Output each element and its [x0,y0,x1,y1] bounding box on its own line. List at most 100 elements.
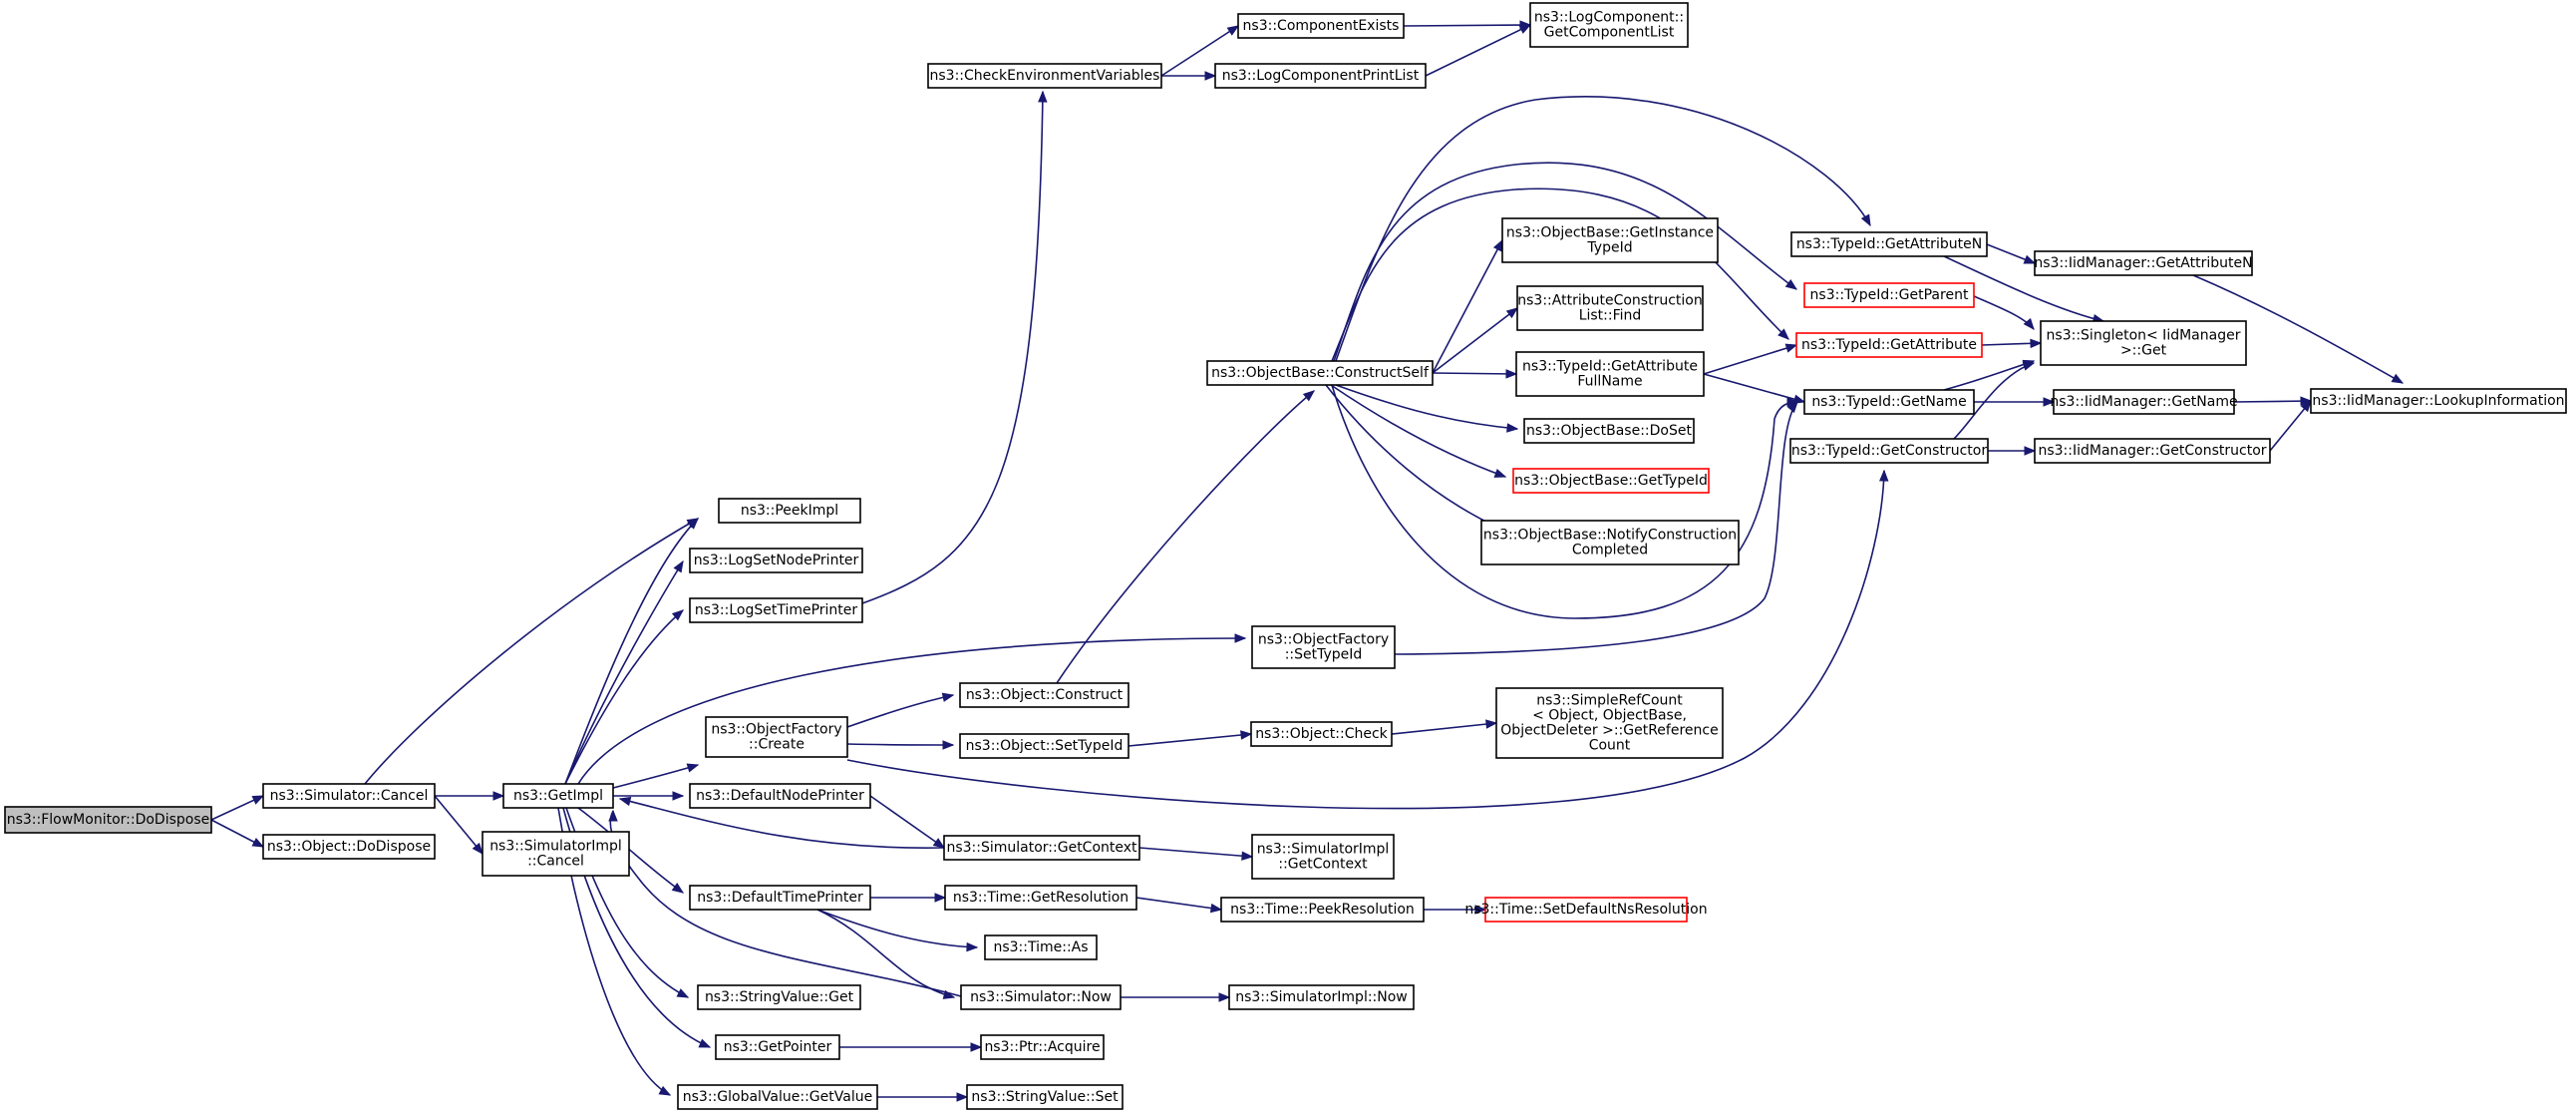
node-ns3-logsettimeprinter[interactable]: ns3::LogSetTimePrinter [689,597,863,623]
node-label: TypeId [1586,240,1632,256]
node-label: ns3::SimpleRefCount [1536,693,1683,709]
node-label: ns3::ComponentExists [1243,18,1400,34]
node-ns3-defaultnodeprinter[interactable]: ns3::DefaultNodePrinter [689,783,871,809]
node-ns3-simulatorimpl-getcontext[interactable]: ns3::SimulatorImpl::GetContext [1251,834,1395,880]
node-ns3-simulatorimpl-cancel[interactable]: ns3::SimulatorImpl::Cancel [482,831,630,877]
arrowhead [687,518,699,530]
node-label: ns3::TypeId::GetAttribute [1522,359,1698,375]
arrowhead [934,893,947,903]
node-label: ::Create [749,737,805,753]
node-ns3-typeid-getattribute[interactable]: ns3::TypeId::GetAttribute [1795,332,1983,358]
arrowhead [2300,399,2312,413]
node-ns3-simplerefcount-object-objectbase-objectdeleter-getreference-count[interactable]: ns3::SimpleRefCount< Object, ObjectBase,… [1495,687,1724,759]
node-label: ns3::Singleton< IidManager [2047,328,2241,344]
node-box [1512,468,1710,494]
node-ns3-getimpl[interactable]: ns3::GetImpl [502,783,614,809]
node-ns3-time-as[interactable]: ns3::Time::As [984,934,1098,960]
node-ns3-typeid-getattributen[interactable]: ns3::TypeId::GetAttributeN [1790,231,1988,257]
node-ns3-objectbase-constructself[interactable]: ns3::ObjectBase::ConstructSelf [1206,360,1434,386]
node-label: ns3::DefaultTimePrinter [697,890,863,906]
node-box [980,1034,1105,1060]
node-label: ns3::TypeId::GetParent [1810,287,1969,303]
node-label: ObjectDeleter >::GetReference [1500,723,1718,739]
node-ns3-globalvalue-getvalue[interactable]: ns3::GlobalValue::GetValue [677,1084,878,1110]
arrowhead [1226,25,1240,36]
node-label: < Object, ObjectBase, [1532,708,1687,724]
node-ns3-logcomponentprintlist[interactable]: ns3::LogComponentPrintList [1214,63,1427,89]
arrowhead [1038,90,1048,103]
arrowhead [671,609,685,621]
node-ns3-simulatorimpl-now[interactable]: ns3::SimulatorImpl::Now [1228,984,1415,1010]
node-label: ::GetContext [1278,857,1368,873]
arrowhead [941,692,955,702]
node-label: ns3::Simulator::Cancel [270,788,429,804]
edge-n8-to-n20 [846,740,955,750]
arrowhead [676,988,690,998]
node-ns3-iidmanager-getname[interactable]: ns3::IidManager::GetName [2050,389,2238,415]
node-ns3-typeid-getname[interactable]: ns3::TypeId::GetName [1803,389,1975,415]
node-ns3-singleton-iidmanager-get[interactable]: ns3::Singleton< IidManager >::Get [2040,320,2247,366]
node-ns3-object-check[interactable]: ns3::Object::Check [1250,721,1393,747]
node-box [262,783,436,809]
node-ns3-objectbase-doset[interactable]: ns3::ObjectBase::DoSet [1523,418,1695,444]
node-ns3-time-setdefaultnsresolution[interactable]: ns3::Time::SetDefaultNsResolution [1464,897,1708,923]
edge-n28-to-n38 [1391,719,1498,735]
node-box [1206,360,1434,386]
edge-n21-to-n29 [1138,847,1254,861]
node-ns3-objectfactory-create[interactable]: ns3::ObjectFactory::Create [705,716,848,758]
node-ns3-object-settypeid[interactable]: ns3::Object::SetTypeId [959,733,1129,759]
node-ns3-stringvalue-get[interactable]: ns3::StringValue::Get [697,984,861,1010]
node-box [715,1034,840,1060]
arrowhead [492,791,505,801]
node-ns3-defaulttimeprinter[interactable]: ns3::DefaultTimePrinter [689,885,871,911]
node-label: ns3::LogSetNodePrinter [694,553,859,568]
node-ns3-checkenvironmentvariables[interactable]: ns3::CheckEnvironmentVariables [927,63,1162,89]
node-box [2034,438,2271,464]
node-ns3-peekimpl[interactable]: ns3::PeekImpl [718,498,861,524]
arrowhead [1879,469,1889,482]
node-ns3-time-getresolution[interactable]: ns3::Time::GetResolution [944,885,1137,911]
edge-n3-to-n8 [612,763,700,789]
node-ns3-iidmanager-getconstructor[interactable]: ns3::IidManager::GetConstructor [2034,438,2271,464]
node-ns3-simulator-getcontext[interactable]: ns3::Simulator::GetContext [943,835,1140,861]
node-ns3-logcomponent-getcomponentlist[interactable]: ns3::LogComponent::GetComponentList [1529,2,1689,48]
node-ns3-simulator-cancel[interactable]: ns3::Simulator::Cancel [262,783,436,809]
arrowhead [618,796,632,807]
node-box [1251,834,1395,880]
edge-n27-to-n33 [1432,307,1519,374]
node-ns3-iidmanager-getattributen[interactable]: ns3::IidManager::GetAttributeN [2034,250,2253,276]
arrowhead [2022,361,2036,371]
node-box [1501,217,1719,263]
node-label: ::SetTypeId [1285,647,1363,663]
node-ns3-objectbase-gettypeid[interactable]: ns3::ObjectBase::GetTypeId [1512,468,1710,494]
node-ns3-typeid-getparent[interactable]: ns3::TypeId::GetParent [1803,282,1975,308]
node-ns3-componentexists[interactable]: ns3::ComponentExists [1237,13,1405,39]
node-box [1523,418,1695,444]
node-ns3-flowmonitor-dodispose[interactable]: ns3::FlowMonitor::DoDispose [4,806,212,834]
node-ns3-simulator-now[interactable]: ns3::Simulator::Now [960,984,1122,1010]
node-ns3-object-construct[interactable]: ns3::Object::Construct [959,682,1129,708]
node-label: ns3::LogSetTimePrinter [695,602,858,618]
arrowhead [1218,992,1231,1002]
node-ns3-objectfactory-settypeid[interactable]: ns3::ObjectFactory::SetTypeId [1251,625,1396,669]
node-ns3-typeid-getconstructor[interactable]: ns3::TypeId::GetConstructor [1789,438,1989,464]
node-ns3-object-dodispose[interactable]: ns3::Object::DoDispose [262,834,436,860]
node-label: ns3::Object::Construct [966,687,1124,703]
node-label: ns3::ObjectFactory [1258,632,1389,648]
node-box [262,834,436,860]
node-ns3-objectbase-notifyconstruction-completed[interactable]: ns3::ObjectBase::NotifyConstructionCompl… [1480,520,1740,565]
node-label: ns3::TypeId::GetName [1811,394,1966,410]
edge-n15-to-n17 [1403,20,1532,30]
node-ns3-getpointer[interactable]: ns3::GetPointer [715,1034,840,1060]
node-label: ns3::Ptr::Acquire [984,1039,1100,1055]
node-ns3-stringvalue-set[interactable]: ns3::StringValue::Set [966,1084,1124,1110]
node-ns3-iidmanager-lookupinformation[interactable]: ns3::IidManager::LookupInformation [2310,388,2567,414]
node-ns3-logsetnodeprinter[interactable]: ns3::LogSetNodePrinter [689,548,863,573]
node-ns3-time-peekresolution[interactable]: ns3::Time::PeekResolution [1220,897,1425,923]
node-box [482,831,630,877]
node-ns3-ptr-acquire[interactable]: ns3::Ptr::Acquire [980,1034,1105,1060]
arrowhead [2043,397,2056,407]
